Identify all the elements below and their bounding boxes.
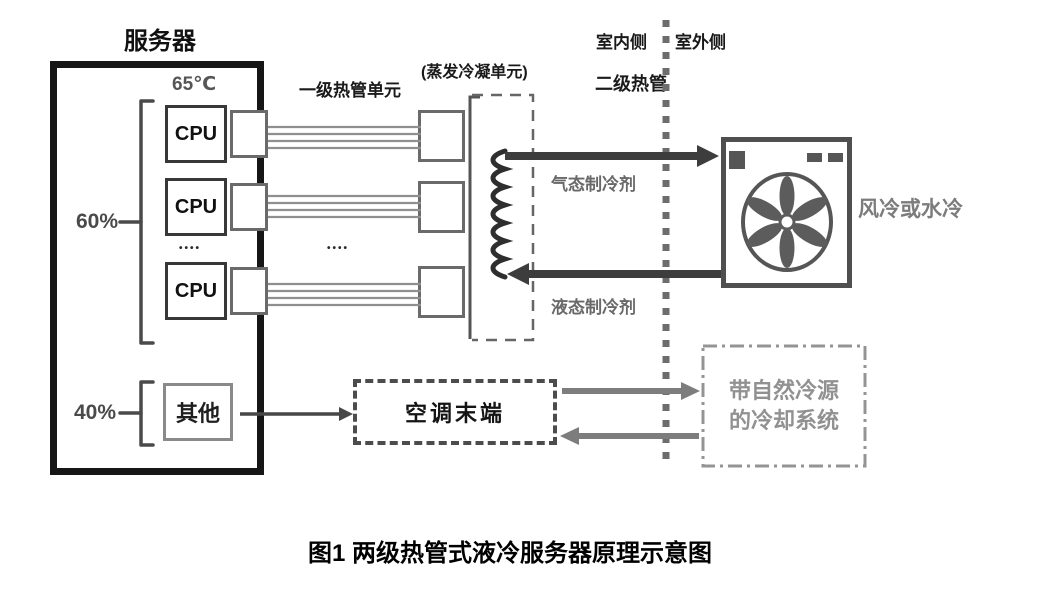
heat-pipe-bundle-3 (268, 282, 421, 307)
cpu-ellipsis-dots: •••• (179, 243, 202, 254)
gas-refrigerant-arrow (505, 145, 719, 167)
ac-terminal-box: 空调末端 (353, 379, 557, 445)
heat-pipe-bundle-1 (268, 125, 421, 150)
heat-pipe-condenser-box-3 (418, 266, 465, 318)
server-title: 服务器 (124, 28, 196, 55)
heat-pipe-condenser-box-1 (418, 110, 465, 162)
heat-exchange-coil (490, 148, 514, 280)
return-arrow (560, 427, 699, 445)
evap-cond-dashed-box (472, 93, 535, 342)
cpu-box-3: CPU (165, 262, 227, 320)
other-share-label: 40% (73, 401, 116, 424)
outdoor-unit-indicator-square (729, 151, 745, 169)
liquid-refrigerant-label: 液态制冷剂 (551, 298, 636, 317)
gas-refrigerant-label: 气态制冷剂 (551, 175, 636, 194)
cpu-share-label: 60% (75, 210, 118, 233)
other-label: 其他 (175, 401, 220, 426)
ac-terminal-label: 空调末端 (404, 401, 505, 426)
condenser-manifold-line (468, 95, 480, 339)
other-box: 其他 (163, 383, 233, 441)
cpu-heat-pipe-connector-1 (230, 110, 268, 158)
cpu-heat-pipe-connector-2 (230, 183, 268, 231)
outdoor-unit-vent-slot-1 (807, 153, 822, 162)
outdoor-unit-vent-slot-2 (828, 153, 843, 162)
cpu-label: CPU (174, 279, 218, 302)
natural-cooling-line2: 的冷却系统 (728, 408, 839, 433)
cpu-box-1: CPU (165, 105, 227, 163)
heat-pipe-bundle-2 (268, 194, 421, 219)
cpu-label: CPU (174, 122, 218, 145)
cpu-box-2: CPU (165, 178, 227, 236)
evap-cond-unit-label: (蒸发冷凝单元) (421, 64, 528, 81)
outdoor-side-label: 室外侧 (675, 33, 726, 52)
natural-cooling-line1: 带自然冷源 (728, 378, 839, 404)
cooling-type-label: 风冷或水冷 (858, 198, 963, 221)
indoor-side-label: 室内侧 (596, 33, 647, 52)
natural-cooling-label: 带自然冷源 的冷却系统 (703, 346, 865, 466)
secondary-heat-pipe-label: 二级热管 (595, 74, 667, 94)
figure-caption: 图1 两级热管式液冷服务器原理示意图 (307, 540, 712, 567)
cpu-label: CPU (174, 195, 218, 218)
heat-pipe-condenser-box-2 (418, 181, 465, 233)
cpu-temp-label: 65℃ (172, 74, 217, 95)
liquid-refrigerant-arrow (507, 263, 721, 285)
condenser-ellipsis-dots: •••• (327, 243, 350, 254)
primary-heat-pipe-label: 一级热管单元 (299, 81, 401, 100)
supply-arrow (562, 382, 700, 400)
cpu-heat-pipe-connector-3 (230, 267, 268, 315)
